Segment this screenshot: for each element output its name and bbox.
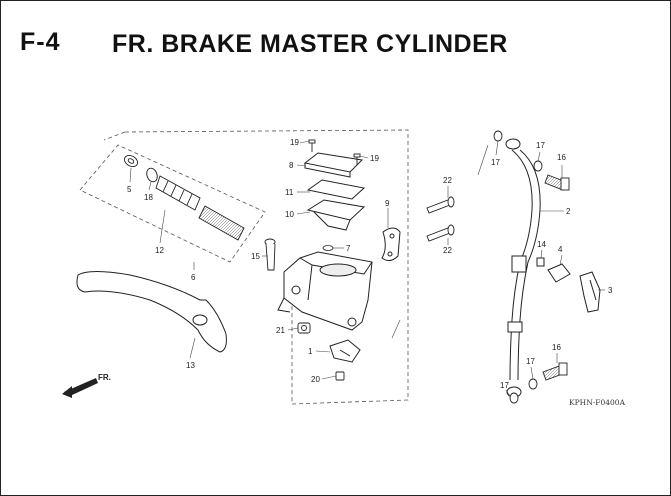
page-title: FR. BRAKE MASTER CYLINDER <box>112 30 508 58</box>
callout-6: 6 <box>191 273 196 282</box>
callout-4: 4 <box>558 245 563 254</box>
brake-hose-part-2 <box>505 138 541 398</box>
washer-part-17-a <box>493 130 503 142</box>
leader-lines <box>129 140 605 397</box>
callout-19-b: 19 <box>370 154 379 163</box>
callout-7: 7 <box>346 244 351 253</box>
set-plate-part-11 <box>306 179 366 200</box>
callout-20: 20 <box>311 375 320 384</box>
master-cylinder-body <box>277 251 373 331</box>
callout-14: 14 <box>537 240 546 249</box>
callout-12: 12 <box>155 246 164 255</box>
screw-part-20 <box>335 371 345 381</box>
front-direction-arrow: FR. <box>62 373 111 398</box>
section-code: F-4 <box>20 28 61 56</box>
callout-13: 13 <box>186 361 195 370</box>
callout-11: 11 <box>285 188 294 197</box>
assembly-outline-master-cylinder <box>103 129 409 405</box>
washer-part-21 <box>297 322 311 334</box>
callout-21: 21 <box>276 326 285 335</box>
circlip-part-18 <box>146 167 158 183</box>
callout-22-a: 22 <box>443 176 452 185</box>
bracket-part-3 <box>579 271 601 313</box>
oil-bolt-part-16-a <box>544 174 570 191</box>
callout-19-a: 19 <box>290 138 299 147</box>
oil-bolt-part-16-b <box>542 362 568 381</box>
callout-17-c: 17 <box>526 357 535 366</box>
callout-3: 3 <box>608 286 613 295</box>
brake-lever-part-13 <box>76 271 227 353</box>
hose-clamp-part-4 <box>536 257 571 283</box>
callout-10: 10 <box>285 210 294 219</box>
stop-switch-part-1 <box>329 339 361 363</box>
reservoir-cap-part-8 <box>303 152 364 178</box>
bolt-part-22-b <box>426 224 455 242</box>
holder-part-9 <box>381 227 401 262</box>
callout-17-d: 17 <box>500 381 509 390</box>
callout-9: 9 <box>385 199 390 208</box>
callout-17-a: 17 <box>491 158 500 167</box>
callout-8: 8 <box>289 161 294 170</box>
screw-part-19-b <box>353 153 361 165</box>
callout-5: 5 <box>127 185 132 194</box>
washer-part-17-d <box>509 392 519 404</box>
washer-part-17-c <box>528 378 538 390</box>
callout-1: 1 <box>308 347 313 356</box>
seal-part-7 <box>322 245 334 251</box>
bolt-part-22-a <box>426 196 455 214</box>
spring-part <box>198 205 245 241</box>
callout-2: 2 <box>566 207 571 216</box>
callout-18: 18 <box>144 193 153 202</box>
callout-labels: 5 18 12 6 13 19 19 8 11 10 9 7 15 21 1 2… <box>127 138 613 390</box>
callout-15: 15 <box>251 252 260 261</box>
diaphragm-part-10 <box>306 199 366 231</box>
callout-22-b: 22 <box>443 246 452 255</box>
assembly-outline-piston-set <box>79 144 266 263</box>
reference-code: KPHN-F0400A <box>569 398 626 407</box>
pivot-bolt-part-15 <box>264 238 276 271</box>
washer-part-17-b <box>533 160 543 172</box>
direction-label: FR. <box>98 373 111 382</box>
piston-part <box>155 175 201 211</box>
callout-16-a: 16 <box>557 153 566 162</box>
callout-16-b: 16 <box>552 343 561 352</box>
callout-17-b: 17 <box>536 141 545 150</box>
boot-part-5 <box>123 154 139 168</box>
screw-part-19-a <box>308 139 316 152</box>
